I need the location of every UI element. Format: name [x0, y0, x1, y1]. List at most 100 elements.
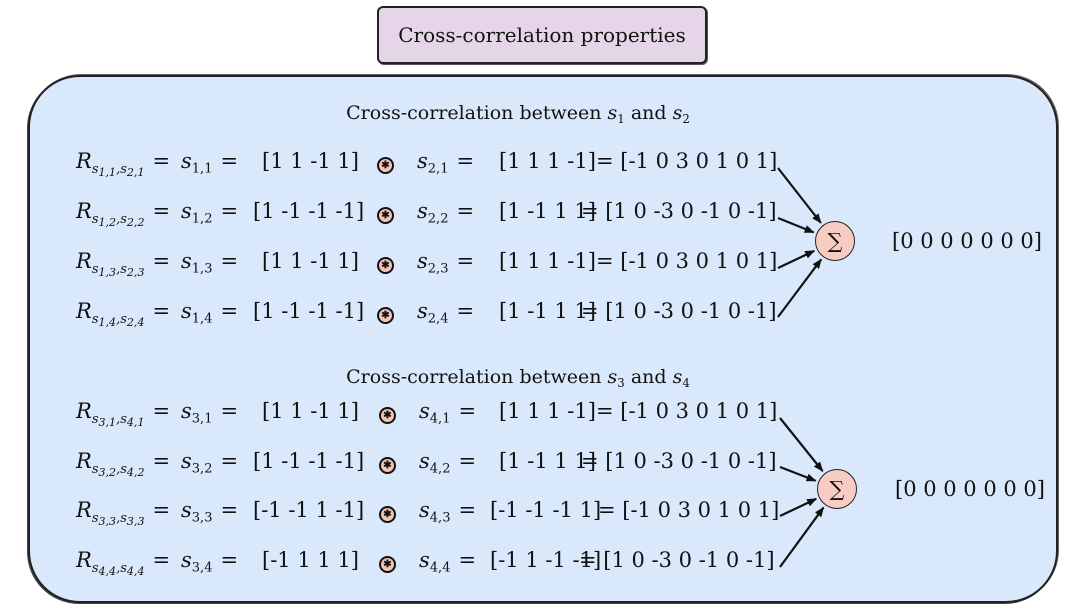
arrow-to-sum [777, 216, 815, 234]
lhs-sub-a: 1,4 [98, 315, 117, 329]
sequence-b-label: s4,4= [419, 548, 477, 575]
correlation-result: = [1 0 -3 0 -1 0 -1] [581, 199, 777, 223]
sequence-b-label: s2,1= [417, 149, 474, 176]
sequence-a-vector: [1 -1 -1 -1] [253, 449, 365, 473]
correlation-result: = [1 0 -3 0 -1 0 -1] [581, 299, 777, 323]
sequence-a-label: s1,2 = [181, 199, 239, 226]
sequence-b-label: s4,2= [419, 449, 476, 476]
s-symbol: s [181, 449, 192, 473]
sequence-a-vector: [-1 -1 1 -1] [253, 498, 365, 522]
correlation-result: = [-1 0 3 0 1 0 1] [598, 498, 780, 522]
equals-sign: = [220, 548, 239, 572]
sequence-b-label: s4,3= [419, 498, 476, 525]
sequence-b-vector: [-1 1 -1 -1] [490, 548, 602, 572]
correlation-lhs: Rs3,3,s3,3= [76, 498, 171, 526]
sequence-b-vector: [1 -1 1 1] [499, 449, 596, 473]
s-symbol: s [417, 149, 428, 173]
r-symbol: R [76, 449, 92, 473]
s-symbol: s [91, 211, 99, 227]
sequence-a-label: s1,4 = [181, 299, 239, 326]
r-symbol: R [76, 149, 92, 173]
sum-result: [0 0 0 0 0 0 0] [895, 477, 1045, 501]
lhs-sub-a: 3,1 [98, 415, 117, 429]
equals-sign: = [220, 199, 239, 223]
sequence-a-index: 3,2 [191, 461, 213, 477]
section-title-sub: 3 [617, 376, 625, 391]
s-symbol: s [181, 149, 192, 173]
equals-sign: = [458, 548, 477, 572]
section-title-sub: 4 [682, 376, 690, 391]
sequence-b-label: s2,4= [417, 299, 474, 326]
equals-sign: = [220, 498, 239, 522]
sequence-a-index: 1,1 [191, 161, 213, 177]
arrow-to-sum [779, 497, 818, 517]
cross-correlation-operator-icon: ✱ [377, 307, 394, 324]
lhs-subscript: s3,1,s4,1 [92, 412, 145, 429]
s-symbol: s [419, 548, 430, 572]
section-title-prefix: Cross-correlation between [346, 102, 608, 124]
equals-sign: = [220, 249, 239, 273]
sequence-a-index: 3,3 [191, 510, 213, 526]
section-title-mid: and [624, 102, 673, 124]
arrow-to-sum [777, 249, 816, 269]
lhs-sub-b: 2,3 [126, 265, 145, 279]
lhs-sub-a: 1,3 [98, 265, 117, 279]
sequence-a-index: 1,2 [191, 211, 213, 227]
s-symbol: s [417, 199, 428, 223]
sequence-a-vector: [1 1 -1 1] [262, 249, 359, 273]
s-symbol: s [417, 299, 428, 323]
s-symbol: s [120, 261, 127, 277]
section-title-prefix: Cross-correlation between [346, 366, 608, 388]
equals-sign: = [220, 299, 239, 323]
s-symbol: s [181, 199, 192, 223]
equals-sign: = [152, 548, 171, 572]
arrow-to-sum [779, 465, 817, 482]
s-symbol: s [419, 399, 430, 423]
sequence-b-label: s4,1= [419, 399, 476, 426]
s-symbol: s [417, 249, 428, 273]
cross-correlation-operator-icon: ✱ [377, 257, 394, 274]
section-title-var: s [607, 102, 618, 124]
sequence-a-vector: [1 1 -1 1] [262, 149, 359, 173]
s-symbol: s [181, 299, 192, 323]
correlation-result: = [1 0 -3 0 -1 0 -1] [579, 548, 775, 572]
s-symbol: s [91, 261, 99, 277]
arrow-to-sum [777, 258, 823, 318]
s-symbol: s [91, 461, 99, 477]
sequence-a-index: 3,4 [191, 560, 213, 576]
correlation-result: = [-1 0 3 0 1 0 1] [596, 249, 778, 273]
lhs-sub-b: 2,4 [126, 315, 145, 329]
arrow-to-sum [777, 167, 822, 224]
comma: , [116, 261, 121, 277]
r-symbol: R [76, 548, 92, 572]
sequence-b-vector: [1 1 1 -1] [499, 399, 596, 423]
sequence-b-vector: [1 -1 1 1] [499, 299, 596, 323]
comma: , [116, 560, 121, 576]
r-symbol: R [76, 249, 92, 273]
correlation-lhs: Rs1,1,s2,1= [76, 149, 170, 177]
comma: , [116, 161, 121, 177]
comma: , [116, 510, 121, 526]
section-title-mid: and [624, 366, 673, 388]
sequence-a-index: 1,4 [191, 311, 213, 327]
sequence-a-label: s1,3= [181, 249, 239, 276]
equals-sign: = [152, 199, 171, 223]
sequence-b-index: 2,3 [427, 261, 449, 277]
sequence-b-label: s2,2= [417, 199, 475, 226]
sequence-b-index: 2,4 [427, 311, 449, 327]
equals-sign: = [152, 498, 171, 522]
s-symbol: s [120, 211, 127, 227]
equals-sign: = [152, 249, 171, 273]
section-title-sub: 1 [617, 112, 625, 127]
equals-sign: = [152, 399, 171, 423]
lhs-sub-b: 2,1 [126, 165, 145, 179]
sequence-b-index: 4,3 [429, 510, 451, 526]
equals-sign: = [456, 199, 475, 223]
section-title-var: s [607, 366, 618, 388]
section-title-var: s [672, 102, 683, 124]
lhs-subscript: s3,2,s4,2 [91, 461, 145, 478]
s-symbol: s [181, 399, 192, 423]
sequence-a-vector: [-1 1 1 1] [262, 548, 359, 572]
r-symbol: R [76, 199, 92, 223]
